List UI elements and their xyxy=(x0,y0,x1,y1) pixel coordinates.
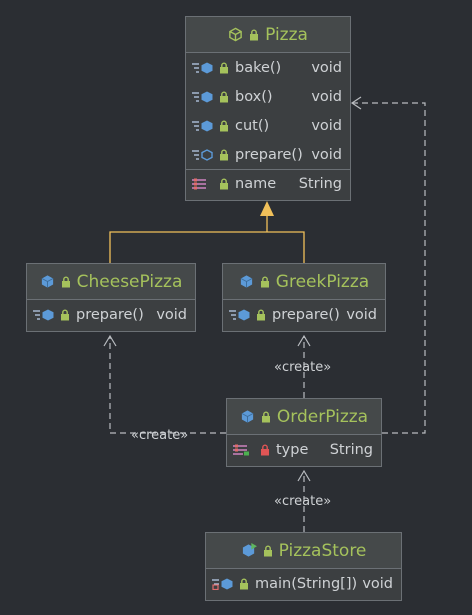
class-name: PizzaStore xyxy=(278,540,367,561)
class-header: OrderPizza xyxy=(227,399,381,435)
class-name: GreekPizza xyxy=(275,271,370,292)
public-lock-icon xyxy=(220,120,228,131)
public-lock-icon xyxy=(260,276,269,287)
method-type: void xyxy=(311,88,342,105)
method-icon xyxy=(33,309,54,320)
create-label-store: «create» xyxy=(274,494,332,509)
method-type: void xyxy=(346,306,377,323)
field-icon xyxy=(192,178,206,190)
abstract-method-outline-icon xyxy=(192,148,213,161)
class-order-pizza[interactable]: OrderPizza type String xyxy=(226,398,382,467)
method-name: prepare() xyxy=(272,306,340,323)
field-type: String xyxy=(298,176,342,192)
class-pizza-store[interactable]: PizzaStore main(String[]) void xyxy=(205,532,402,601)
method-type: void xyxy=(156,306,187,323)
method-name: cut() xyxy=(235,117,270,134)
class-name: CheesePizza xyxy=(76,271,183,292)
public-lock-icon xyxy=(61,276,70,287)
create-label-greek: «create» xyxy=(274,360,332,375)
field-name: name xyxy=(235,176,277,192)
method-icon xyxy=(229,309,250,320)
method-name: prepare() xyxy=(235,146,303,163)
class-cheese-pizza[interactable]: CheesePizza prepare() void xyxy=(26,263,196,332)
field-row[interactable]: name String xyxy=(186,169,350,198)
arrowhead xyxy=(297,469,311,482)
method-row[interactable]: prepare() void xyxy=(27,300,195,329)
public-lock-icon xyxy=(220,178,228,190)
abstract-method-icon xyxy=(192,62,213,73)
create-label-cheese: «create» xyxy=(131,428,189,443)
abstract-method-icon xyxy=(192,91,213,102)
field-name: type xyxy=(276,441,309,458)
method-name: bake() xyxy=(235,59,282,76)
class-icon xyxy=(240,275,253,288)
method-type: void xyxy=(311,59,342,76)
class-greek-pizza[interactable]: GreekPizza prepare() void xyxy=(222,263,386,332)
private-lock-icon xyxy=(261,444,269,455)
order-to-cheese-dependency xyxy=(109,337,226,434)
public-lock-icon xyxy=(61,309,69,320)
public-lock-icon xyxy=(250,29,259,40)
dependency-arrowheads xyxy=(103,96,362,482)
method-name: box() xyxy=(235,88,273,105)
public-lock-icon xyxy=(220,91,228,102)
method-type: void xyxy=(311,146,342,163)
public-lock-icon xyxy=(220,149,228,160)
method-row[interactable]: main(String[]) void xyxy=(206,569,401,598)
class-pizza[interactable]: Pizza bake() void box() void cut() void … xyxy=(185,16,351,201)
dependency-edges xyxy=(109,102,426,532)
abstract-class-icon xyxy=(229,27,242,42)
arrowhead xyxy=(297,334,311,347)
method-row[interactable]: prepare() void xyxy=(186,140,350,169)
public-lock-icon xyxy=(257,309,265,320)
class-icon xyxy=(41,275,53,288)
method-type: void xyxy=(311,117,342,134)
method-name: main(String[]) xyxy=(255,575,358,592)
class-icon xyxy=(241,410,254,423)
public-lock-icon xyxy=(261,411,270,422)
field-type: String xyxy=(329,441,373,458)
class-header: CheesePizza xyxy=(27,264,195,300)
runnable-class-icon xyxy=(242,543,257,557)
static-method-icon xyxy=(212,578,233,590)
public-lock-icon xyxy=(240,578,248,589)
inheritance-edges xyxy=(109,216,305,263)
inheritance-line xyxy=(109,231,305,263)
method-row[interactable]: box() void xyxy=(186,82,350,111)
abstract-method-icon xyxy=(192,120,213,131)
class-header: PizzaStore xyxy=(206,533,401,569)
class-name: OrderPizza xyxy=(276,406,369,427)
class-name: Pizza xyxy=(265,24,308,45)
inheritance-arrowhead xyxy=(260,201,274,216)
arrowhead xyxy=(350,96,362,110)
field-row[interactable]: type String xyxy=(227,435,381,464)
method-row[interactable]: prepare() void xyxy=(223,300,385,329)
public-lock-icon xyxy=(220,62,228,73)
arrowhead xyxy=(103,334,117,347)
method-row[interactable]: bake() void xyxy=(186,53,350,82)
method-name: prepare() xyxy=(76,306,144,323)
class-header: GreekPizza xyxy=(223,264,385,300)
public-lock-icon xyxy=(263,545,272,556)
order-to-pizza-dependency xyxy=(352,102,426,434)
field-icon xyxy=(233,444,249,455)
method-type: void xyxy=(362,575,393,592)
class-header: Pizza xyxy=(186,17,350,53)
method-row[interactable]: cut() void xyxy=(186,111,350,140)
